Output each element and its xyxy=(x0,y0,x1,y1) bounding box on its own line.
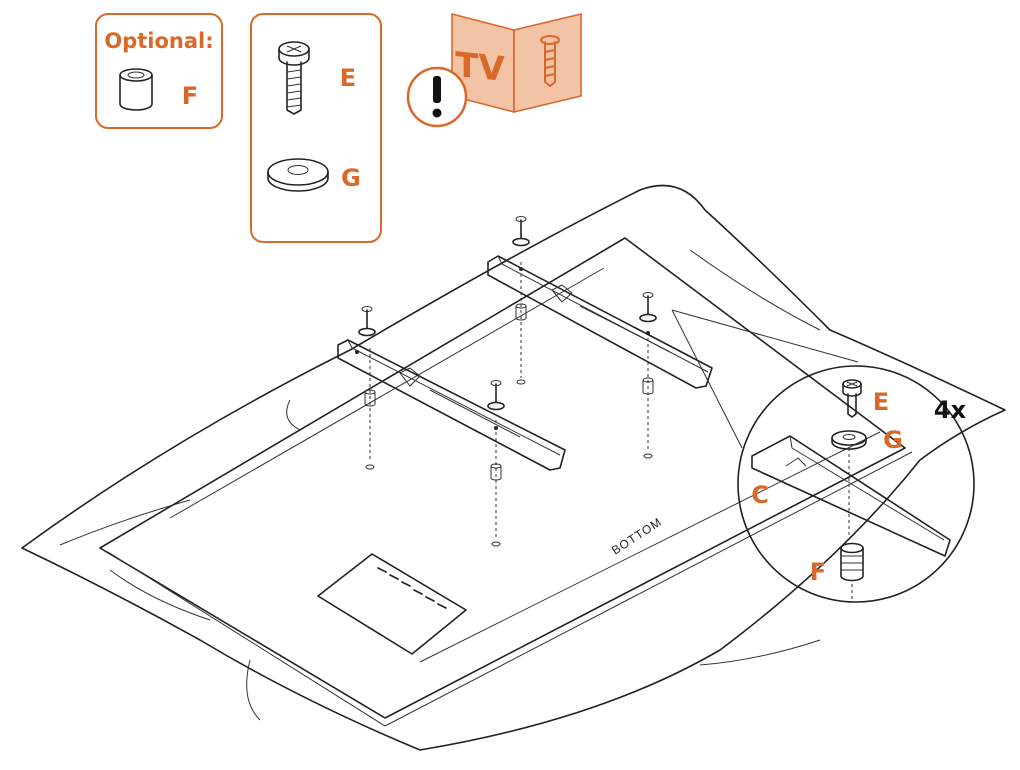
part-letter-g: G xyxy=(341,164,361,192)
bracket-left xyxy=(337,339,566,471)
part-letter-f: F xyxy=(182,82,198,110)
screw-stack-3 xyxy=(512,216,530,385)
tv-connector-panel xyxy=(317,553,467,655)
optional-heading: Optional: xyxy=(104,29,213,53)
tv-bottom-label: BOTTOM xyxy=(609,515,665,558)
screw-washer-parts-box: E G xyxy=(250,13,382,243)
callout-bracket-icon xyxy=(751,435,951,557)
manual-booklet-icon: TV xyxy=(451,13,582,113)
spacer-icon xyxy=(119,68,153,111)
exclamation-icon xyxy=(406,66,468,128)
callout-spacer-icon xyxy=(840,542,864,582)
callout-washer-icon xyxy=(831,430,867,450)
callout-letter-g: G xyxy=(883,426,903,454)
callout-quantity: 4x xyxy=(934,396,967,424)
tv-manual-warning: TV xyxy=(406,13,582,128)
booklet-text: TV xyxy=(455,45,505,90)
protective-cloth xyxy=(21,184,1006,751)
detail-callout: E 4x G C F xyxy=(671,309,975,603)
screw-stack-4 xyxy=(639,292,657,459)
callout-screw-icon xyxy=(842,379,862,418)
screw-icon xyxy=(278,41,310,115)
optional-parts-box: Optional: F xyxy=(95,13,223,129)
screw-stack-2 xyxy=(487,380,505,547)
part-letter-e: E xyxy=(340,64,356,92)
callout-letter-f: F xyxy=(810,558,826,586)
washer-icon xyxy=(267,158,329,192)
bracket-right xyxy=(487,255,713,389)
booklet-screw-icon xyxy=(540,35,560,87)
callout-letter-c: C xyxy=(751,481,769,509)
screw-stack-1 xyxy=(358,306,376,470)
callout-letter-e: E xyxy=(873,388,889,416)
